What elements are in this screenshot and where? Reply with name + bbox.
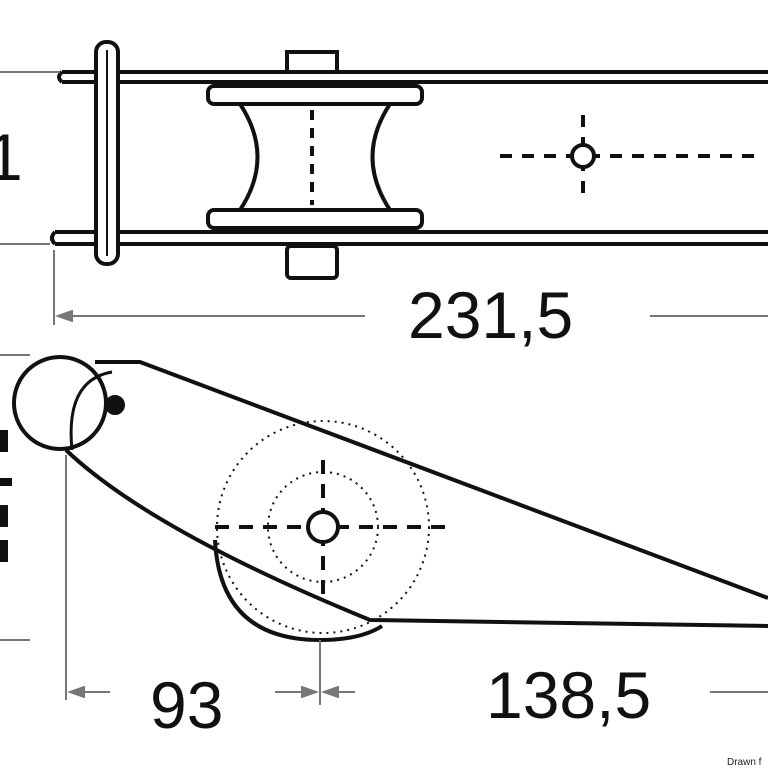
top-plate (57, 70, 768, 84)
side-view (12, 355, 768, 643)
roller-arc (213, 539, 384, 643)
cropped-vertical-dimension (0, 430, 12, 562)
bottom-plate (50, 230, 768, 246)
bracket-outline (64, 360, 768, 628)
credit-text: Drawn f (727, 757, 762, 768)
pin-eye (12, 355, 108, 451)
side-length-dimension-label: 138,5 (486, 658, 651, 732)
side-dimensions (0, 354, 768, 705)
axle (306, 510, 340, 544)
offset-dimension-label: 93 (150, 668, 223, 742)
mounting-hole (500, 115, 760, 198)
top-dimension (0, 71, 768, 325)
top-height-dimension-label: 1 (0, 120, 23, 194)
top-view (50, 40, 768, 280)
roller (206, 50, 424, 280)
top-length-dimension-label: 231,5 (408, 278, 573, 352)
